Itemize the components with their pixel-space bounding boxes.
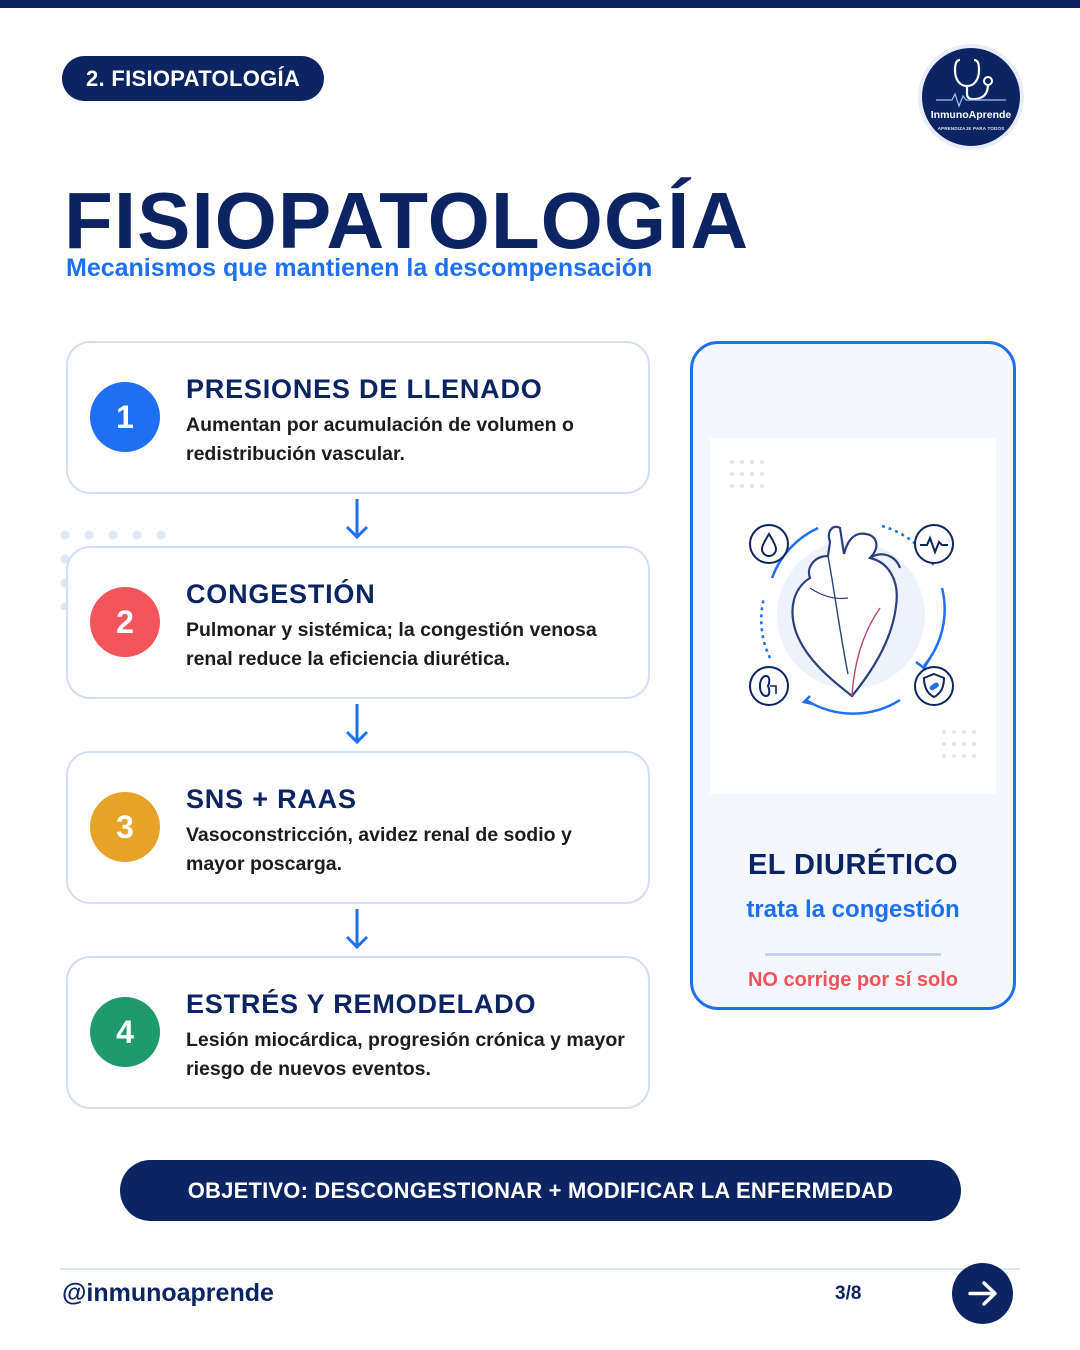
step-card-3: 3 SNS + RAAS Vasoconstricción, avidez re… <box>66 751 650 904</box>
step-number-badge: 2 <box>90 587 160 657</box>
step-description: Lesión miocárdica, progresión crónica y … <box>186 1029 625 1080</box>
diuretic-subtitle: trata la congestión <box>746 896 960 923</box>
step-description: Aumentan por acumulación de volumen o re… <box>186 414 574 465</box>
heart-illustration-box <box>710 438 996 794</box>
step-number-badge: 1 <box>90 382 160 452</box>
divider <box>765 953 941 956</box>
heart-shape <box>791 525 902 698</box>
step-title: PRESIONES DE LLENADO <box>186 374 543 404</box>
next-page-button[interactable] <box>952 1263 1013 1324</box>
step-card-1: 1 PRESIONES DE LLENADO Aumentan por acum… <box>66 341 650 494</box>
step-title: ESTRÉS Y REMODELADO <box>186 989 537 1019</box>
step-number-badge: 3 <box>90 792 160 862</box>
social-handle: @inmunoaprende <box>62 1279 274 1307</box>
page-subtitle: Mecanismos que mantienen la descompensac… <box>66 254 653 282</box>
page-indicator: 3/8 <box>835 1283 862 1304</box>
footer-divider <box>60 1268 1020 1270</box>
logo-tagline: APRENDIZAJE PARA TODOS <box>937 126 1005 131</box>
arrow-right-icon <box>968 1281 997 1306</box>
diuretic-title: EL DIURÉTICO <box>747 849 959 881</box>
step-card-2: 2 CONGESTIÓN Pulmonar y sistémica; la co… <box>66 546 650 699</box>
objective-banner: OBJETIVO: DESCONGESTIONAR + MODIFICAR LA… <box>120 1160 961 1221</box>
shield-pill-icon <box>914 666 954 706</box>
section-label: 2. FISIOPATOLOGÍA <box>62 56 325 101</box>
step-title: SNS + RAAS <box>186 784 357 814</box>
diuretic-panel: EL DIURÉTICO trata la congestión NO corr… <box>690 341 1016 1010</box>
page-title: FISIOPATOLOGÍA <box>64 176 750 265</box>
step-number-badge: 4 <box>90 997 160 1067</box>
stethoscope-icon <box>936 58 1006 108</box>
heartbeat-icon <box>914 524 954 564</box>
diuretic-warning: NO corrige por sí solo <box>747 969 959 991</box>
heart-illustration <box>730 460 976 758</box>
step-card-4: 4 ESTRÉS Y REMODELADO Lesión miocárdica,… <box>66 956 650 1109</box>
step-description: Vasoconstricción, avidez renal de sodio … <box>186 824 572 875</box>
step-description: Pulmonar y sistémica; la congestión veno… <box>186 619 597 670</box>
arrow-down-icon <box>345 704 369 745</box>
step-title: CONGESTIÓN <box>186 579 376 609</box>
arrow-down-icon <box>345 499 369 540</box>
logo-brand-text: InmunoAprende <box>930 109 1012 121</box>
arrow-down-icon <box>345 909 369 950</box>
top-accent-bar <box>0 0 1080 8</box>
kidney-icon <box>749 666 789 706</box>
brand-logo: InmunoAprende APRENDIZAJE PARA TODOS <box>918 44 1024 150</box>
water-drop-icon <box>749 524 789 564</box>
